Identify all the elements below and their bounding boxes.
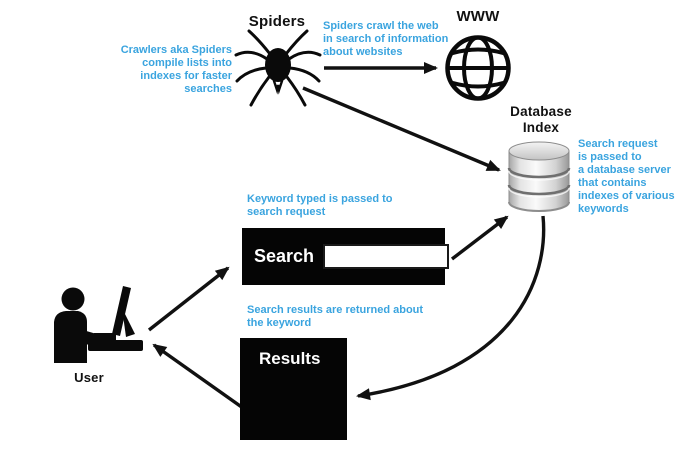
crawl-note-line: in search of information bbox=[323, 33, 449, 45]
search-request-note-line: indexes of various bbox=[578, 190, 675, 202]
database-cylinder-icon bbox=[507, 141, 571, 212]
arrow-database-to-results bbox=[356, 215, 546, 401]
search-request-note-line: Search request bbox=[578, 138, 658, 150]
crawlers-note-line: indexes for faster bbox=[140, 70, 232, 82]
results-box-label: Results bbox=[259, 349, 321, 368]
search-box: Search bbox=[242, 228, 450, 285]
crawlers-note-line: searches bbox=[184, 83, 232, 95]
arrow-spiders-to-database bbox=[302, 86, 501, 172]
search-box-label: Search bbox=[254, 246, 315, 266]
user-label: User bbox=[74, 370, 104, 385]
crawl-note-line: about websites bbox=[323, 46, 403, 58]
database-index-label-line2: Index bbox=[522, 120, 560, 135]
search-request-note: Search request is passed to a database s… bbox=[578, 138, 700, 216]
crawl-note: Spiders crawl the web in search of infor… bbox=[323, 20, 463, 59]
globe-icon bbox=[445, 35, 511, 101]
results-box: Results bbox=[240, 338, 347, 440]
database-index-label-line1: Database bbox=[510, 104, 572, 119]
search-request-note-line: keywords bbox=[578, 203, 629, 215]
spider-icon bbox=[234, 29, 322, 107]
keyword-note-line: Keyword typed is passed to bbox=[247, 193, 393, 205]
crawlers-note: Crawlers aka Spiders compile lists into … bbox=[112, 44, 232, 96]
arrow-results-to-user bbox=[152, 343, 244, 410]
search-request-note-line: that contains bbox=[578, 177, 647, 189]
crawl-note-line: Spiders crawl the web bbox=[323, 20, 439, 32]
results-note-line: the keyword bbox=[247, 317, 312, 329]
person-at-computer-icon bbox=[54, 286, 143, 363]
crawlers-note-line: compile lists into bbox=[142, 57, 232, 69]
search-input[interactable] bbox=[323, 244, 450, 269]
arrow-user-to-search bbox=[147, 266, 230, 332]
search-request-note-line: a database server bbox=[578, 164, 671, 176]
keyword-note: Keyword typed is passed to search reques… bbox=[247, 193, 417, 219]
results-note: Search results are returned about the ke… bbox=[247, 304, 437, 330]
database-index-label: Database Index bbox=[501, 104, 581, 136]
arrow-search-to-database bbox=[450, 215, 509, 261]
www-label: WWW bbox=[456, 8, 500, 25]
crawlers-note-line: Crawlers aka Spiders bbox=[120, 44, 232, 56]
spiders-label: Spiders bbox=[248, 13, 306, 30]
results-note-line: Search results are returned about bbox=[247, 304, 424, 316]
search-request-note-line: is passed to bbox=[578, 151, 642, 163]
keyword-note-line: search request bbox=[247, 206, 326, 218]
